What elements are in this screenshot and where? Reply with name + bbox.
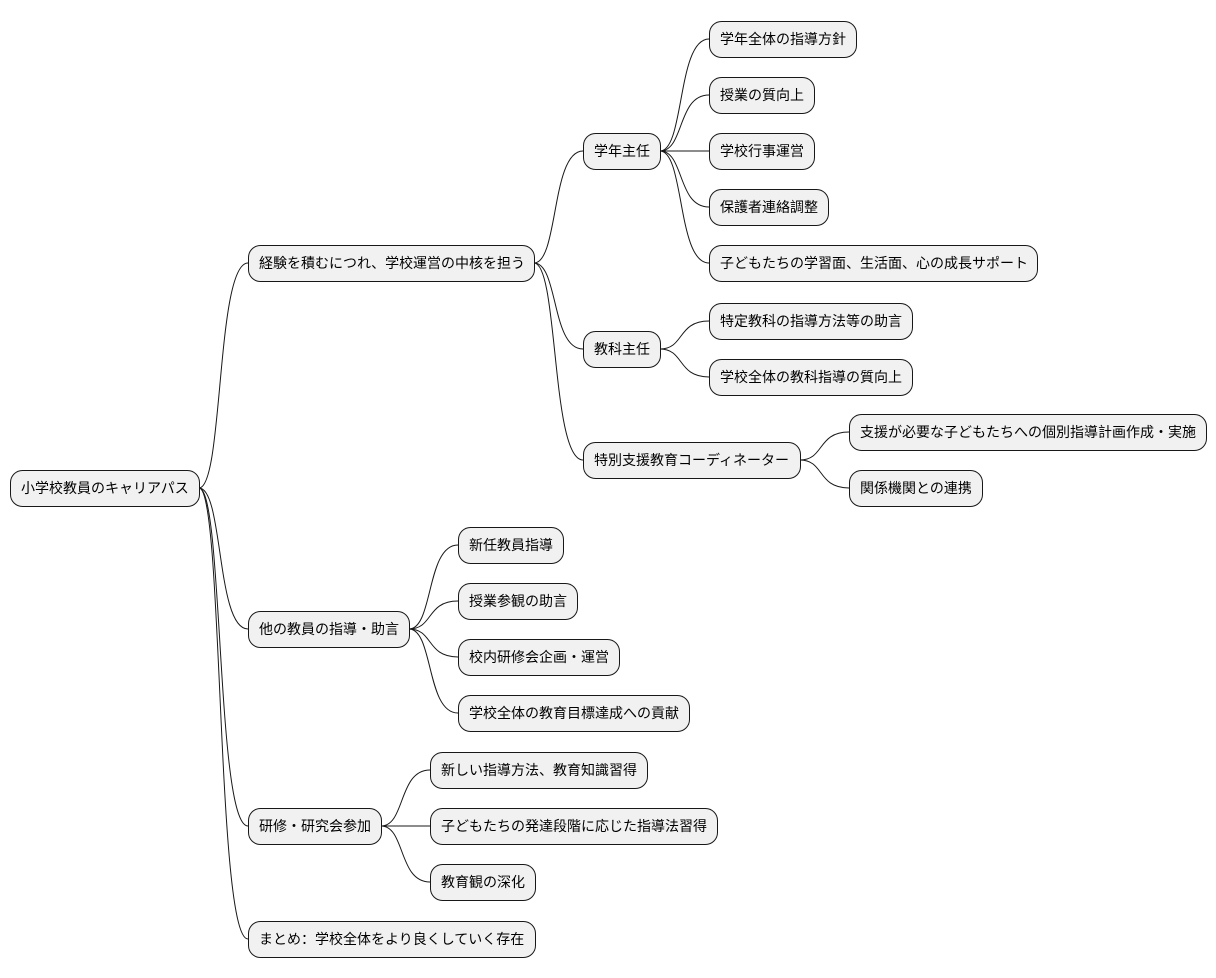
node-box-t-2 <box>430 808 718 845</box>
node-label-sc-1: 支援が必要な子どもたちへの個別指導計画作成・実施 <box>860 425 1196 441</box>
node-label-sh-2: 学校全体の教科指導の質向上 <box>720 369 902 386</box>
connector-grade-head-to-gh-2 <box>659 94 710 152</box>
node-label-training: 研修・研究会参加 <box>259 818 371 835</box>
node-label-m-3: 校内研修会企画・運営 <box>469 649 609 666</box>
connector-root-to-mentoring <box>198 487 249 630</box>
node-box-gh-2 <box>709 77 815 114</box>
node-grade-head[interactable]: 学年主任 <box>583 133 661 170</box>
connector-subject-head-to-sh-1 <box>659 320 710 350</box>
node-sc-1[interactable]: 支援が必要な子どもたちへの個別指導計画作成・実施 <box>849 414 1207 451</box>
connector-mentoring-to-m-1 <box>408 544 459 630</box>
node-box-t-3 <box>430 864 536 901</box>
connector-sped-coord-to-sc-2 <box>799 459 850 489</box>
node-box-m-3 <box>458 639 620 676</box>
mindmap-nodes: 小学校教員のキャリアパス 経験を積むにつれ、学校運営の中核を担う 学年主任 学年全体の… <box>10 21 1207 958</box>
node-gh-2[interactable]: 授業の質向上 <box>709 77 815 114</box>
node-box-core <box>248 245 535 282</box>
node-box-gh-1 <box>709 21 857 58</box>
node-sc-2[interactable]: 関係機関との連携 <box>849 470 983 507</box>
node-box-gh-4 <box>709 189 829 226</box>
node-label-t-3: 教育観の深化 <box>441 874 525 891</box>
node-box-m-4 <box>458 695 690 732</box>
node-box-t-1 <box>430 752 648 789</box>
node-m-1[interactable]: 新任教員指導 <box>458 527 564 564</box>
node-label-sh-1: 特定教科の指導方法等の助言 <box>720 313 902 330</box>
node-sped-coord[interactable]: 特別支援教育コーディネーター <box>583 442 801 479</box>
node-training[interactable]: 研修・研究会参加 <box>248 808 382 845</box>
connector-training-to-t-1 <box>380 769 431 827</box>
connector-grade-head-to-gh-5 <box>659 150 710 264</box>
node-label-sc-2: 関係機関との連携 <box>860 481 972 497</box>
node-box-sc-2 <box>849 470 983 507</box>
connector-core-to-sped-coord <box>533 262 584 461</box>
connector-mentoring-to-m-2 <box>408 600 459 630</box>
node-m-4[interactable]: 学校全体の教育目標達成への貢献 <box>458 695 690 732</box>
node-label-summary: まとめ：学校全体をより良くしていく存在 <box>259 931 524 948</box>
connector-sped-coord-to-sc-1 <box>799 431 850 461</box>
node-label-gh-3: 学校行事運営 <box>720 143 804 160</box>
node-box-training <box>248 808 382 845</box>
connector-core-to-grade-head <box>533 150 584 264</box>
node-box-m-2 <box>458 583 578 620</box>
connector-mentoring-to-m-3 <box>408 628 459 658</box>
node-t-2[interactable]: 子どもたちの発達段階に応じた指導法習得 <box>430 808 718 845</box>
mindmap-connectors <box>198 38 850 940</box>
node-t-3[interactable]: 教育観の深化 <box>430 864 536 901</box>
connector-root-to-core <box>198 262 249 489</box>
node-gh-5[interactable]: 子どもたちの学習面、生活面、心の成長サポート <box>709 245 1038 282</box>
node-box-grade-head <box>583 133 661 170</box>
node-label-gh-5: 子どもたちの学習面、生活面、心の成長サポート <box>720 256 1028 272</box>
node-sh-1[interactable]: 特定教科の指導方法等の助言 <box>709 303 913 340</box>
node-label-gh-4: 保護者連絡調整 <box>720 200 818 216</box>
connector-grade-head-to-gh-1 <box>659 38 710 152</box>
node-box-summary <box>248 921 536 958</box>
node-box-gh-3 <box>709 133 815 170</box>
node-label-gh-2: 授業の質向上 <box>720 88 804 104</box>
node-box-sh-1 <box>709 303 913 340</box>
node-summary[interactable]: まとめ：学校全体をより良くしていく存在 <box>248 921 536 958</box>
node-box-root <box>10 470 200 507</box>
node-box-sc-1 <box>849 414 1207 451</box>
node-box-sped-coord <box>583 442 801 479</box>
connector-root-to-training <box>198 487 249 827</box>
node-label-m-1: 新任教員指導 <box>469 538 553 554</box>
node-box-sh-2 <box>709 359 913 396</box>
node-box-gh-5 <box>709 245 1038 282</box>
node-m-3[interactable]: 校内研修会企画・運営 <box>458 639 620 676</box>
node-label-grade-head: 学年主任 <box>594 144 650 160</box>
node-m-2[interactable]: 授業参観の助言 <box>458 583 578 620</box>
node-gh-4[interactable]: 保護者連絡調整 <box>709 189 829 226</box>
node-mentoring[interactable]: 他の教員の指導・助言 <box>248 611 410 648</box>
node-label-mentoring: 他の教員の指導・助言 <box>259 622 399 638</box>
connector-subject-head-to-sh-2 <box>659 348 710 378</box>
node-box-subject-head <box>583 331 661 368</box>
connector-core-to-subject-head <box>533 262 584 350</box>
node-core[interactable]: 経験を積むにつれ、学校運営の中核を担う <box>248 245 535 282</box>
node-label-gh-1: 学年全体の指導方針 <box>720 31 846 48</box>
node-label-core: 経験を積むにつれ、学校運営の中核を担う <box>259 255 525 272</box>
connector-root-to-summary <box>198 487 249 940</box>
connector-grade-head-to-gh-4 <box>659 150 710 208</box>
connector-training-to-t-3 <box>380 825 431 883</box>
node-sh-2[interactable]: 学校全体の教科指導の質向上 <box>709 359 913 396</box>
node-gh-3[interactable]: 学校行事運営 <box>709 133 815 170</box>
node-label-t-1: 新しい指導方法、教育知識習得 <box>441 762 637 779</box>
node-label-t-2: 子どもたちの発達段階に応じた指導法習得 <box>441 818 707 835</box>
node-subject-head[interactable]: 教科主任 <box>583 331 661 368</box>
node-gh-1[interactable]: 学年全体の指導方針 <box>709 21 857 58</box>
node-label-m-4: 学校全体の教育目標達成への貢献 <box>469 705 679 722</box>
node-box-mentoring <box>248 611 410 648</box>
node-label-m-2: 授業参観の助言 <box>469 593 567 610</box>
connector-mentoring-to-m-4 <box>408 628 459 714</box>
node-t-1[interactable]: 新しい指導方法、教育知識習得 <box>430 752 648 789</box>
node-label-subject-head: 教科主任 <box>594 342 650 358</box>
node-label-sped-coord: 特別支援教育コーディネーター <box>594 452 789 469</box>
node-root[interactable]: 小学校教員のキャリアパス <box>10 470 200 507</box>
node-box-m-1 <box>458 527 564 564</box>
node-label-root: 小学校教員のキャリアパス <box>21 480 189 497</box>
